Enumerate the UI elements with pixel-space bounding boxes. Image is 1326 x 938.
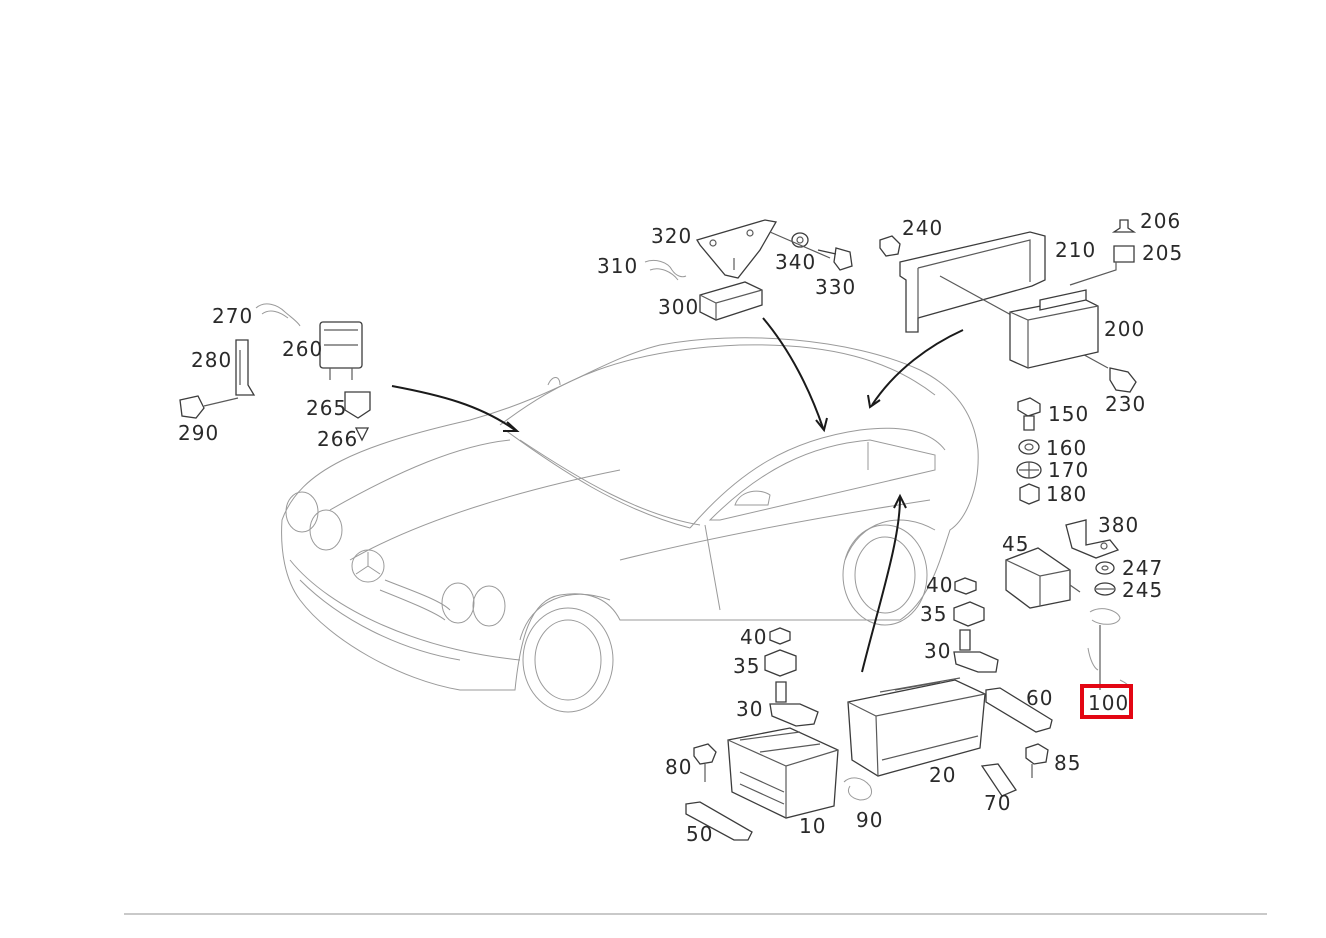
part-label-160[interactable]: 160 (1046, 436, 1087, 460)
part-label-265[interactable]: 265 (306, 396, 347, 420)
part-label-180[interactable]: 180 (1046, 482, 1087, 506)
part-label-170[interactable]: 170 (1048, 458, 1089, 482)
footer-divider (124, 913, 1267, 915)
part-label-85[interactable]: 85 (1054, 751, 1081, 775)
part-group-150 (1016, 397, 1042, 505)
part-group-300 (644, 219, 853, 321)
part-label-300[interactable]: 300 (658, 295, 699, 319)
part-label-50[interactable]: 50 (686, 822, 713, 846)
part-label-270[interactable]: 270 (212, 304, 253, 328)
part-group-45 (1005, 519, 1131, 690)
part-label-206[interactable]: 206 (1140, 209, 1181, 233)
part-label-205[interactable]: 205 (1142, 241, 1183, 265)
part-label-260[interactable]: 260 (282, 337, 323, 361)
part-label-200[interactable]: 200 (1104, 317, 1145, 341)
part-group-200 (879, 219, 1137, 393)
part-label-310[interactable]: 310 (597, 254, 638, 278)
part-group-battery (685, 577, 1053, 841)
part-label-100[interactable]: 100 (1088, 691, 1129, 715)
part-label-230[interactable]: 230 (1105, 392, 1146, 416)
part-label-30[interactable]: 30 (736, 697, 763, 721)
part-label-80[interactable]: 80 (665, 755, 692, 779)
part-label-90[interactable]: 90 (856, 808, 883, 832)
part-label-340[interactable]: 340 (775, 250, 816, 274)
part-label-247[interactable]: 247 (1122, 556, 1163, 580)
part-label-70[interactable]: 70 (984, 791, 1011, 815)
car-outline (281, 337, 979, 713)
part-label-290[interactable]: 290 (178, 421, 219, 445)
location-arrows (391, 317, 964, 673)
part-label-45[interactable]: 45 (1002, 532, 1029, 556)
part-label-320[interactable]: 320 (651, 224, 692, 248)
part-label-35[interactable]: 35 (920, 602, 947, 626)
part-label-20[interactable]: 20 (929, 763, 956, 787)
part-group-260 (179, 303, 371, 442)
part-label-30[interactable]: 30 (924, 639, 951, 663)
part-label-245[interactable]: 245 (1122, 578, 1163, 602)
part-label-210[interactable]: 210 (1055, 238, 1096, 262)
part-label-60[interactable]: 60 (1026, 686, 1053, 710)
part-label-380[interactable]: 380 (1098, 513, 1139, 537)
highlight-box-100[interactable] (1080, 684, 1133, 719)
part-label-330[interactable]: 330 (815, 275, 856, 299)
part-label-40[interactable]: 40 (926, 573, 953, 597)
part-label-40[interactable]: 40 (740, 625, 767, 649)
part-label-266[interactable]: 266 (317, 427, 358, 451)
part-label-150[interactable]: 150 (1048, 402, 1089, 426)
part-label-35[interactable]: 35 (733, 654, 760, 678)
part-label-10[interactable]: 10 (799, 814, 826, 838)
part-label-280[interactable]: 280 (191, 348, 232, 372)
part-label-240[interactable]: 240 (902, 216, 943, 240)
part-labels: 10 20 30 30 35 35 40 40 45 50 60 70 80 8… (178, 209, 1183, 846)
